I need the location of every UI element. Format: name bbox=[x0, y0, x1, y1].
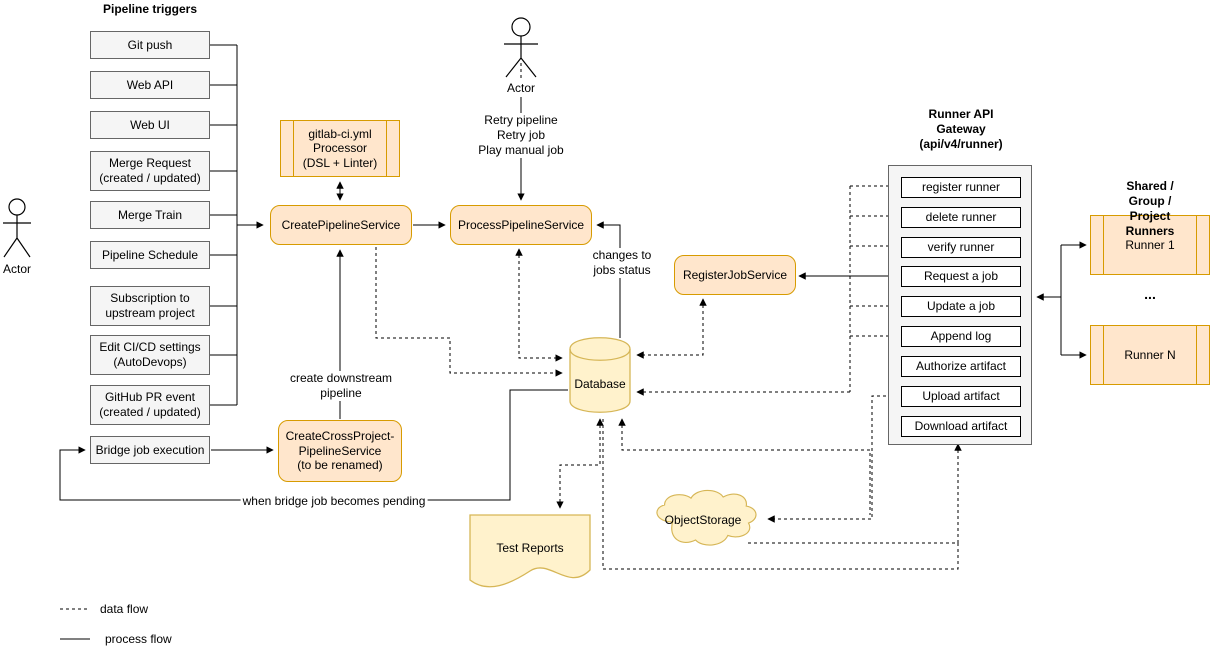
edge-registerjob-db bbox=[636, 298, 707, 359]
pipeline-triggers-title: Pipeline triggers bbox=[102, 2, 198, 16]
process-bar-icon bbox=[293, 121, 294, 176]
actor-figures bbox=[3, 17, 538, 258]
endpoint-update-a-job: Update a job bbox=[901, 296, 1021, 317]
edge-trigger-bus bbox=[210, 44, 238, 406]
process-bar-icon bbox=[1103, 326, 1104, 384]
actor-top-label: Actor bbox=[506, 81, 536, 95]
process-flow-edges bbox=[59, 44, 1087, 640]
endpoint-authorize-artifact: Authorize artifact bbox=[901, 356, 1021, 377]
edge-db-download-corridor bbox=[602, 419, 959, 570]
database-icon bbox=[569, 337, 631, 413]
edge-create-to-db bbox=[375, 247, 563, 377]
document-icon bbox=[469, 514, 591, 588]
edge-gateway-bus bbox=[849, 185, 898, 392]
trigger-merge-request: Merge Request (created / updated) bbox=[90, 151, 210, 191]
trigger-pipeline-schedule: Pipeline Schedule bbox=[90, 241, 210, 269]
test-reports-label: Test Reports bbox=[496, 541, 564, 555]
endpoint-append-log: Append log bbox=[901, 326, 1021, 347]
edge-objectstorage-to-download bbox=[748, 443, 962, 544]
storage-shapes bbox=[469, 337, 757, 588]
endpoint-upload-artifact: Upload artifact bbox=[901, 386, 1021, 407]
runner-n: Runner N bbox=[1090, 325, 1210, 385]
process-bar-icon bbox=[1196, 216, 1197, 274]
runners-ellipsis: ... bbox=[1144, 286, 1156, 302]
register-job-service: RegisterJobService bbox=[674, 255, 796, 295]
trigger-edit-cicd: Edit CI/CD settings (AutoDevops) bbox=[90, 335, 210, 375]
runner-1: Runner 1 bbox=[1090, 215, 1210, 275]
runners-title: Shared / Group / Project Runners bbox=[1125, 179, 1175, 238]
cloud-icon bbox=[656, 489, 757, 546]
create-pipeline-service: CreatePipelineService bbox=[270, 205, 412, 245]
trigger-git-push: Git push bbox=[90, 31, 210, 59]
legend-data-flow-label: data flow bbox=[100, 602, 149, 616]
bridge-pending-edge-label: when bridge job becomes pending bbox=[240, 494, 428, 509]
object-storage-label: ObjectStorage bbox=[664, 513, 742, 527]
bridge-job-execution: Bridge job execution bbox=[90, 436, 210, 464]
retry-edge-label: Retry pipeline Retry job Play manual job bbox=[476, 113, 566, 158]
actor-left-icon bbox=[3, 198, 31, 258]
edge-process-db bbox=[515, 248, 563, 362]
trigger-web-ui: Web UI bbox=[90, 111, 210, 139]
endpoint-delete-runner: delete runner bbox=[901, 207, 1021, 228]
process-bar-icon bbox=[386, 121, 387, 176]
changes-edge-label: changes to jobs status bbox=[590, 248, 654, 278]
endpoint-download-artifact: Download artifact bbox=[901, 416, 1021, 437]
endpoint-verify-runner: verify runner bbox=[901, 237, 1021, 258]
process-pipeline-service: ProcessPipelineService bbox=[450, 205, 592, 245]
gateway-title: Runner API Gateway (api/v4/runner) bbox=[919, 107, 1003, 151]
process-bar-icon bbox=[1196, 326, 1197, 384]
trigger-merge-train: Merge Train bbox=[90, 201, 210, 229]
actor-left-label: Actor bbox=[2, 262, 32, 276]
endpoint-request-a-job: Request a job bbox=[901, 266, 1021, 287]
trigger-github-pr: GitHub PR event (created / updated) bbox=[90, 385, 210, 425]
trigger-subscription: Subscription to upstream project bbox=[90, 286, 210, 326]
edge-db-testreports bbox=[556, 418, 604, 509]
create-cross-project-pipeline-service: CreateCrossProject- PipelineService (to … bbox=[278, 420, 402, 482]
database-label: Database bbox=[574, 377, 626, 391]
trigger-web-api: Web API bbox=[90, 71, 210, 99]
create-downstream-edge-label: create downstream pipeline bbox=[287, 371, 395, 401]
endpoint-register-runner: register runner bbox=[901, 177, 1021, 198]
process-bar-icon bbox=[1103, 216, 1104, 274]
gitlab-ci-processor: gitlab-ci.yml Processor (DSL + Linter) bbox=[280, 120, 400, 177]
edge-upload-to-objectstorage bbox=[767, 395, 898, 523]
edge-db-to-process bbox=[596, 221, 621, 338]
data-flow-edges bbox=[60, 63, 962, 610]
legend-process-flow-label: process flow bbox=[105, 632, 172, 646]
actor-top-icon bbox=[504, 17, 538, 78]
runner-api-gateway: register runner delete runner verify run… bbox=[888, 165, 1032, 445]
